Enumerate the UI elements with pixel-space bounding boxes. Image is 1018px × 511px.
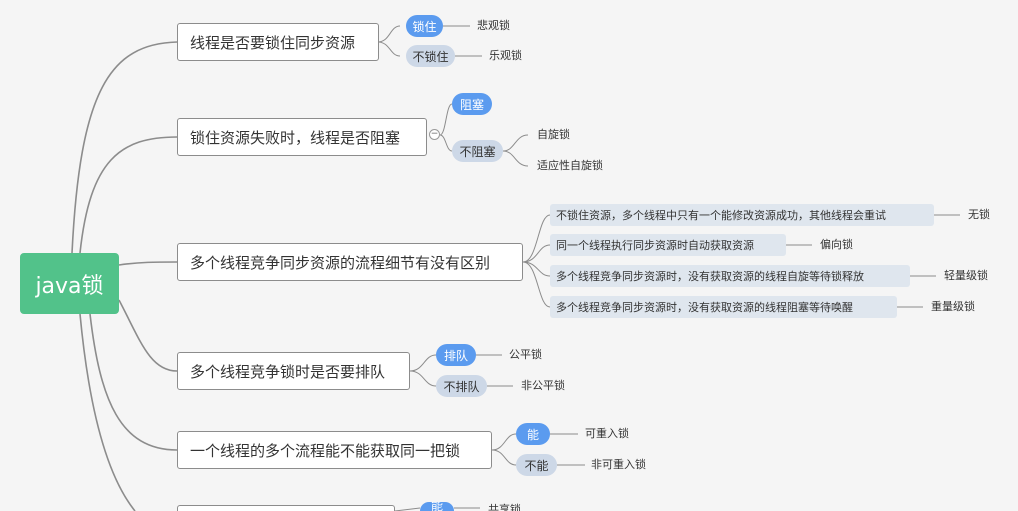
branch-lock[interactable]: 锁住 — [406, 15, 443, 37]
leaf-reentrant-lock[interactable]: 可重入锁 — [585, 427, 629, 440]
branch-can[interactable]: 能 — [516, 423, 550, 445]
leaf-biased-lock[interactable]: 偏向锁 — [820, 238, 853, 251]
branch-no-lock-retry[interactable]: 不锁住资源，多个线程中只有一个能修改资源成功，其他线程会重试 — [550, 204, 934, 226]
branch-can-partial[interactable]: 能 — [420, 502, 454, 511]
branch-queue[interactable]: 排队 — [436, 344, 476, 366]
collapse-toggle-icon[interactable]: − — [429, 129, 440, 140]
leaf-optimistic-lock[interactable]: 乐观锁 — [489, 49, 522, 62]
branch-block-wait[interactable]: 多个线程竞争同步资源时，没有获取资源的线程阻塞等待唤醒 — [550, 296, 897, 318]
leaf-non-reentrant-lock[interactable]: 非可重入锁 — [591, 458, 646, 471]
topic-contention-flow[interactable]: 多个线程竞争同步资源的流程细节有没有区别 — [177, 243, 523, 281]
topic-lock-resource[interactable]: 线程是否要锁住同步资源 — [177, 23, 379, 61]
leaf-lightweight-lock[interactable]: 轻量级锁 — [944, 269, 988, 282]
branch-same-thread[interactable]: 同一个线程执行同步资源时自动获取资源 — [550, 234, 786, 256]
topic-shared-partial[interactable] — [177, 505, 395, 511]
topic-blocking[interactable]: 锁住资源失败时，线程是否阻塞 — [177, 118, 427, 156]
leaf-spin-lock[interactable]: 自旋锁 — [537, 128, 570, 141]
topic-reentrant[interactable]: 一个线程的多个流程能不能获取同一把锁 — [177, 431, 492, 469]
leaf-heavyweight-lock[interactable]: 重量级锁 — [931, 300, 975, 313]
root-link-5 — [89, 313, 178, 451]
leaf-fair-lock[interactable]: 公平锁 — [509, 348, 542, 361]
root-link-3 — [118, 261, 178, 266]
root-node[interactable]: java锁 — [20, 253, 119, 314]
root-link-4 — [118, 299, 178, 372]
branch-no-lock[interactable]: 不锁住 — [406, 45, 455, 67]
root-link-1 — [71, 41, 178, 254]
leaf-adaptive-spin-lock[interactable]: 适应性自旋锁 — [537, 159, 603, 172]
branch-block[interactable]: 阻塞 — [452, 93, 492, 115]
topic-queueing[interactable]: 多个线程竞争锁时是否要排队 — [177, 352, 410, 390]
branch-spin-wait[interactable]: 多个线程竞争同步资源时，没有获取资源的线程自旋等待锁释放 — [550, 265, 910, 287]
leaf-lock-free[interactable]: 无锁 — [968, 208, 990, 221]
leaf-unfair-lock[interactable]: 非公平锁 — [521, 379, 565, 392]
root-link-2 — [79, 136, 178, 254]
branch-cannot[interactable]: 不能 — [516, 454, 557, 476]
leaf-pessimistic-lock[interactable]: 悲观锁 — [477, 19, 510, 32]
branch-no-block[interactable]: 不阻塞 — [452, 140, 503, 162]
branch-no-queue[interactable]: 不排队 — [436, 375, 487, 397]
root-link-6 — [79, 313, 136, 511]
leaf-shared-lock-partial[interactable]: 共享锁 — [488, 503, 521, 511]
